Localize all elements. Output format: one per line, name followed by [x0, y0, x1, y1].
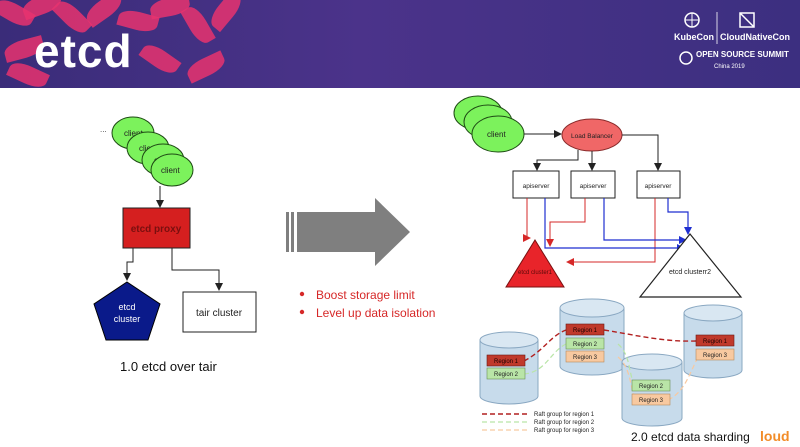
apiserver-label: apiserver [523, 183, 551, 190]
etcd-proxy-label: etcd proxy [131, 224, 182, 235]
raft-link-region2 [523, 343, 567, 375]
client-node: client [150, 153, 194, 187]
etcd-proxy-node: etcd proxy [122, 207, 191, 249]
apiserver-label: apiserver [580, 183, 608, 190]
legend-label-region1: Raft group for region 1 [534, 412, 595, 418]
region-label: Region 1 [573, 328, 598, 334]
tair-cluster-label: tair cluster [196, 308, 243, 319]
apiserver-node: apiserver [636, 170, 681, 199]
transition-arrow [286, 198, 410, 266]
etcd-cluster1-node: etcd cluster1 [505, 239, 565, 288]
open-source-summit-label: OPEN SOURCE SUMMIT [696, 50, 789, 59]
region-label: Region 1 [703, 339, 728, 345]
etcd-cluster-node: etcd cluster [93, 281, 161, 341]
raft-legend: Raft group for region 1 Raft group for r… [482, 412, 595, 434]
conference-logo-icons [679, 12, 755, 65]
event-date-label: China 2019 [714, 64, 745, 70]
cloudnativecon-label: CloudNativeCon [720, 32, 791, 42]
ellipsis-label: ... [100, 125, 107, 134]
open-source-summit-icon [679, 51, 693, 65]
bullet-dot [299, 309, 305, 315]
client-label: client [161, 166, 180, 175]
region-box-region1: Region 1 [695, 334, 735, 347]
client-label: client [487, 130, 506, 139]
bullet-boost-storage: Boost storage limit [316, 288, 415, 302]
client-node: client [471, 115, 525, 153]
region-box-region3: Region 3 [565, 350, 605, 363]
load-balancer-label: Load Balancer [571, 133, 614, 140]
cncf-icon [739, 12, 755, 28]
region-label: Region 2 [639, 384, 664, 390]
region-label: Region 3 [703, 353, 728, 359]
apiserver-to-cluster2-blue [544, 198, 685, 252]
region-box-region1: Region 1 [565, 323, 605, 336]
caption-etcd-over-tair: 1.0 etcd over tair [120, 359, 217, 374]
header-banner: etcd KubeCon CloudNativeCon OPEN SOURCE … [0, 0, 800, 88]
apiserver-node: apiserver [570, 170, 616, 199]
region-label: Region 2 [573, 342, 598, 348]
apiserver-to-cluster1-red [523, 198, 531, 242]
legend-label-region2: Raft group for region 2 [534, 420, 595, 426]
region-box-region2: Region 2 [631, 379, 671, 392]
raft-link-region1 [603, 329, 697, 342]
caption-data-sharding: 2.0 etcd data sharding [631, 430, 750, 444]
region-box-region2: Region 2 [486, 367, 526, 380]
apiserver-node: apiserver [512, 170, 560, 199]
proxy-to-etcd-arrow [123, 248, 134, 281]
bullet-dot [299, 291, 305, 297]
region-label: Region 1 [494, 359, 519, 365]
apiserver-to-cluster2-blue [667, 198, 692, 235]
legend-label-region3: Raft group for region 3 [534, 428, 595, 434]
etcd-cluster2-node: etcd clusterr2 [638, 233, 743, 298]
proxy-to-tair-arrow [171, 248, 223, 291]
etcd-cluster-label-line2: cluster [114, 314, 141, 324]
region-box-region3: Region 3 [631, 393, 671, 406]
page-title: etcd [34, 25, 133, 77]
storage-cylinder [559, 298, 625, 376]
region-box-region3: Region 3 [695, 348, 735, 361]
etcd-cluster1-label: etcd cluster1 [518, 270, 553, 276]
load-balancer-node: Load Balancer [561, 118, 623, 152]
apiserver-to-cluster1-red [566, 198, 656, 266]
kubecon-label: KubeCon [674, 32, 714, 42]
apiserver-label: apiserver [645, 183, 673, 190]
region-label: Region 3 [573, 355, 598, 361]
region-label: Region 2 [494, 372, 519, 378]
region-box-region2: Region 2 [565, 337, 605, 350]
region-label: Region 3 [639, 398, 664, 404]
raft-link-region1 [523, 329, 567, 362]
client-label: client [124, 129, 143, 138]
cncf-icon-slash [739, 12, 755, 28]
apiserver-to-cluster1-red [546, 198, 586, 247]
bullet-data-isolation: Level up data isolation [316, 306, 435, 320]
lb-to-apiserver-3 [622, 134, 662, 171]
conference-logo: KubeCon CloudNativeCon OPEN SOURCE SUMMI… [672, 10, 792, 82]
apiserver-to-cluster2-blue [603, 198, 687, 244]
region-box-region1: Region 1 [486, 354, 526, 367]
lb-to-apiserver-1 [533, 150, 579, 171]
etcd-cluster2-label: etcd clusterr2 [669, 269, 711, 276]
cloud-watermark: loud [760, 428, 790, 444]
tair-cluster-node: tair cluster [182, 291, 257, 333]
etcd-cluster-label-line1: etcd [118, 302, 135, 312]
